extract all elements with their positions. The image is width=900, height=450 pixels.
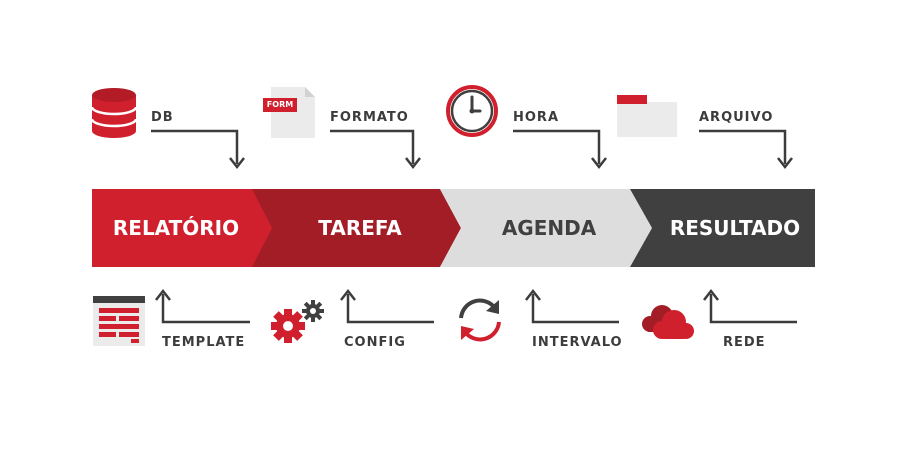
connector-arquivo: [699, 129, 787, 164]
input-label-formato: FORMATO: [330, 110, 409, 125]
connector-config: [346, 294, 434, 324]
stage-agenda-shape: [440, 189, 652, 267]
stage-tarefa-shape: [252, 189, 461, 267]
stage-relatorio-shape: [92, 189, 276, 267]
stage-relatorio-label: RELATÓRIO: [112, 216, 240, 240]
arrowhead-rede: [703, 288, 719, 301]
arrowhead-formato: [405, 157, 421, 170]
input-label-hora: HORA: [513, 110, 560, 125]
form-badge-text: FORM: [266, 100, 294, 109]
connector-db: [151, 129, 239, 164]
arrowhead-config: [340, 288, 356, 301]
cloud-icon: [642, 305, 694, 339]
database-icon: [90, 88, 138, 138]
arrowhead-db: [229, 157, 245, 170]
stage-resultado-label: RESULTADO: [669, 216, 801, 240]
arrowhead-hora: [591, 157, 607, 170]
clock-icon: [446, 85, 498, 137]
arrowhead-intervalo: [525, 288, 541, 301]
input-label-db: DB: [151, 110, 174, 125]
stage-agenda-label: AGENDA: [501, 216, 597, 240]
input-label-arquivo: ARQUIVO: [699, 110, 774, 125]
output-label-rede: REDE: [723, 335, 766, 350]
output-label-template: TEMPLATE: [162, 335, 246, 350]
arrowhead-arquivo: [777, 157, 793, 170]
stage-tarefa-label: TAREFA: [318, 216, 402, 240]
stage-resultado-shape: [630, 189, 815, 267]
output-label-config: CONFIG: [344, 335, 406, 350]
gears-icon: [271, 300, 324, 343]
connector-template: [161, 294, 250, 324]
form-document-icon: [263, 87, 315, 138]
template-icon: [93, 296, 145, 346]
connector-intervalo: [531, 294, 619, 324]
folder-icon: [617, 95, 677, 137]
output-label-intervalo: INTERVALO: [532, 335, 623, 350]
connector-rede: [709, 294, 797, 324]
connector-formato: [330, 129, 415, 164]
connector-hora: [513, 129, 601, 164]
arrowhead-template: [155, 288, 171, 301]
refresh-icon: [459, 298, 501, 342]
